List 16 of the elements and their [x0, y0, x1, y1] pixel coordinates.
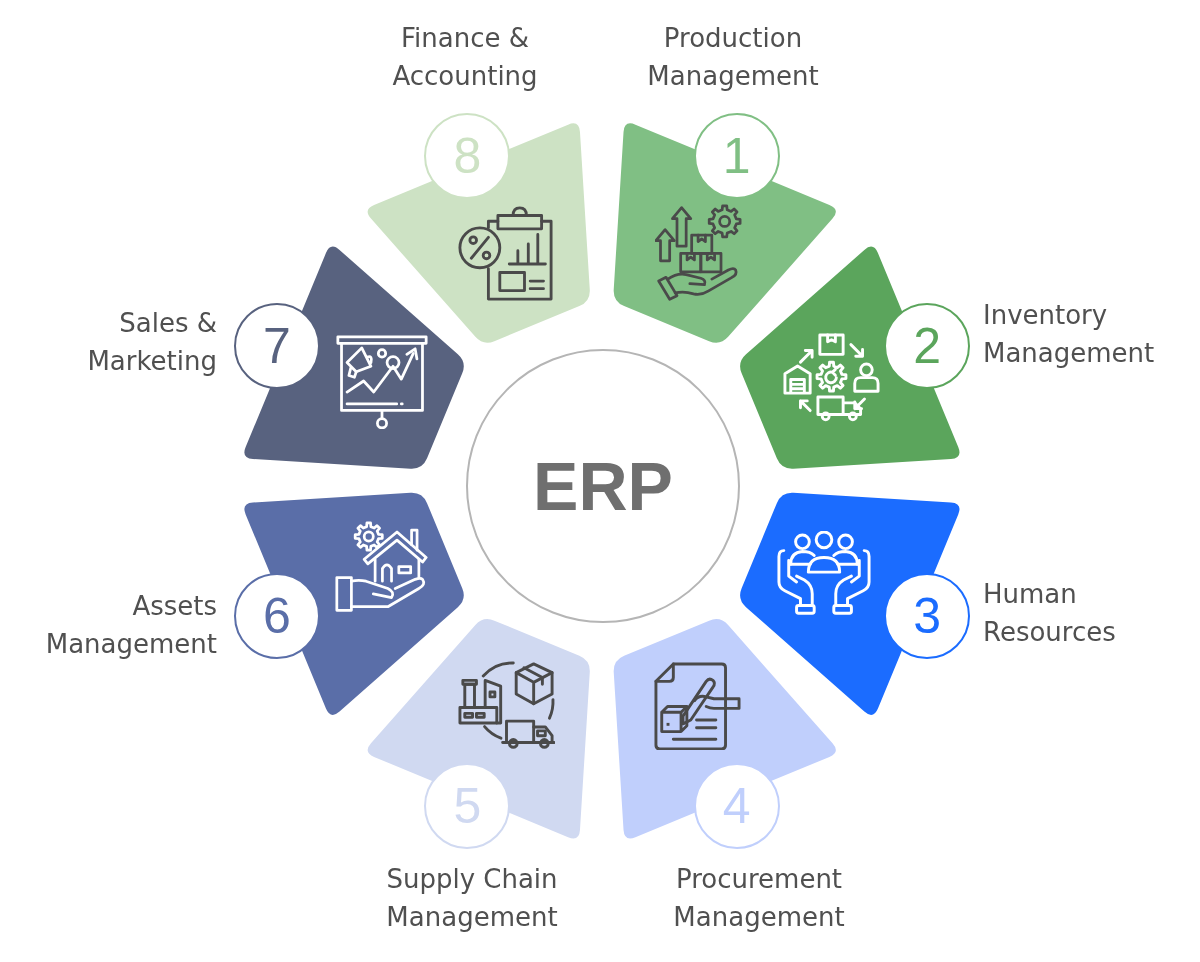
- module-label: Procurement Management: [673, 864, 845, 932]
- module-label: Sales & Marketing: [87, 308, 217, 376]
- step-number: 3: [884, 572, 971, 659]
- step-number: 2: [884, 303, 971, 390]
- module-label: Human Resources: [983, 579, 1116, 647]
- hub-circle: ERP: [466, 349, 740, 623]
- module-label: Finance & Accounting: [392, 23, 538, 91]
- module-label: Supply Chain Management: [386, 864, 558, 932]
- step-number: 6: [233, 572, 320, 659]
- step-number: 7: [233, 303, 320, 390]
- module-label: Assets Management: [45, 591, 217, 659]
- step-number: 8: [424, 112, 511, 199]
- step-number: 4: [693, 763, 780, 850]
- module-label: Inventory Management: [983, 300, 1155, 368]
- module-label: Production Management: [647, 23, 819, 91]
- step-number: 1: [693, 112, 780, 199]
